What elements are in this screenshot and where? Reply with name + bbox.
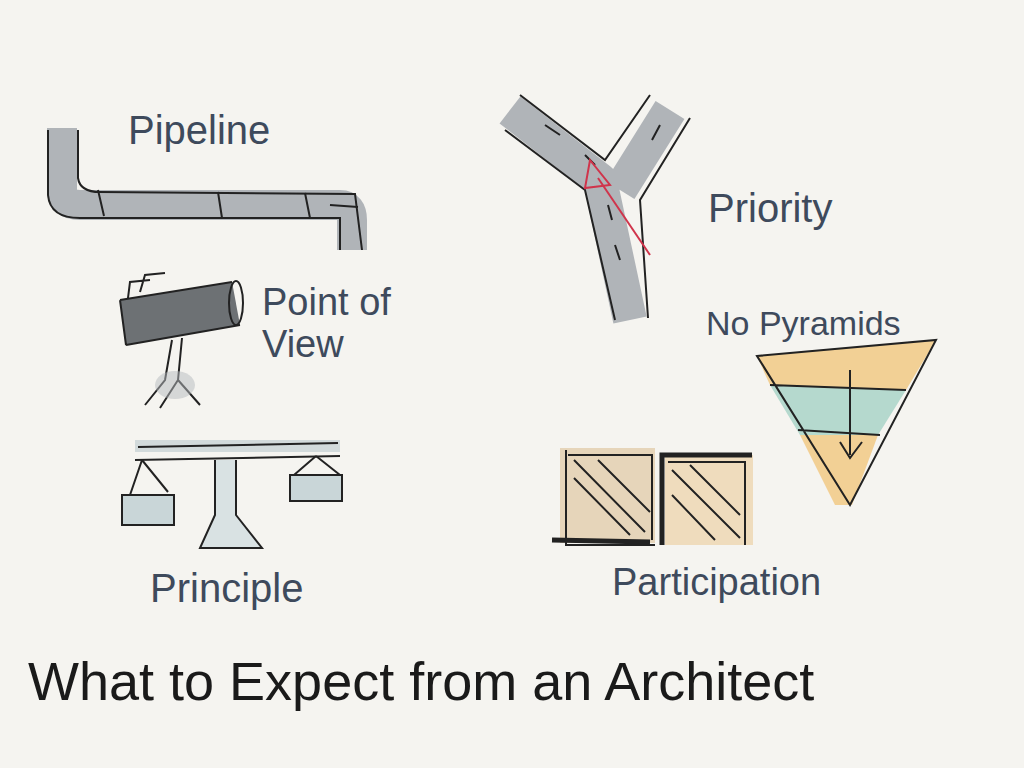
scale-icon	[122, 440, 342, 548]
participation-squares-icon	[552, 448, 753, 545]
telescope-icon	[120, 273, 243, 408]
no-pyramids-label: No Pyramids	[706, 305, 1006, 342]
participation-label: Participation	[612, 562, 912, 604]
principle-label: Principle	[150, 566, 390, 610]
pipeline-label: Pipeline	[128, 108, 348, 152]
road-fork-icon	[505, 95, 690, 320]
priority-label: Priority	[708, 186, 928, 230]
point-of-view-label: Point of View	[262, 282, 427, 366]
inverted-pyramid-icon	[757, 340, 936, 505]
diagram-title: What to Expect from an Architect	[28, 652, 814, 711]
